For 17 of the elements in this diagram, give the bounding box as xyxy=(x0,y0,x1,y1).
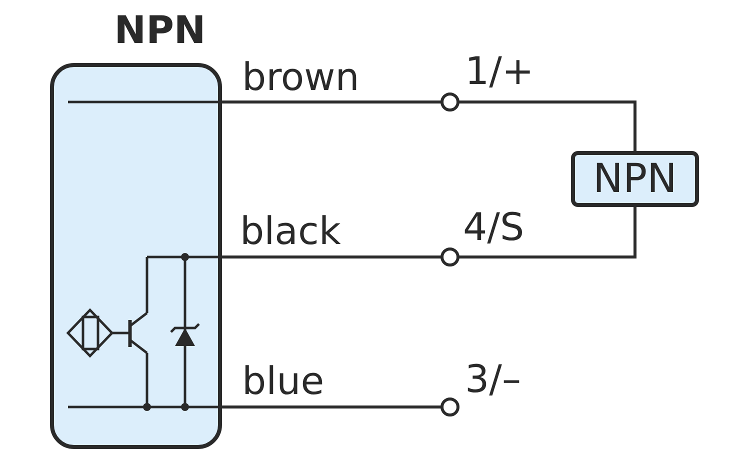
wire xyxy=(458,100,636,153)
wire-colour-label: black xyxy=(240,212,341,250)
terminal-circle xyxy=(440,92,460,112)
wire xyxy=(220,100,442,104)
terminal-label: 1/+ xyxy=(465,52,534,90)
load-box xyxy=(571,151,699,207)
wire xyxy=(458,205,636,258)
terminal-label: 3/– xyxy=(465,360,521,398)
wire-colour-label: brown xyxy=(242,58,360,96)
wire xyxy=(220,406,442,408)
wire xyxy=(220,256,442,258)
terminal-circle xyxy=(440,398,460,416)
terminal-circle xyxy=(440,248,460,266)
wire-colour-label: blue xyxy=(242,362,324,400)
sensor-type-heading: NPN xyxy=(113,11,207,49)
load-label: NPN xyxy=(593,159,677,199)
terminal-label: 4/S xyxy=(463,208,524,246)
